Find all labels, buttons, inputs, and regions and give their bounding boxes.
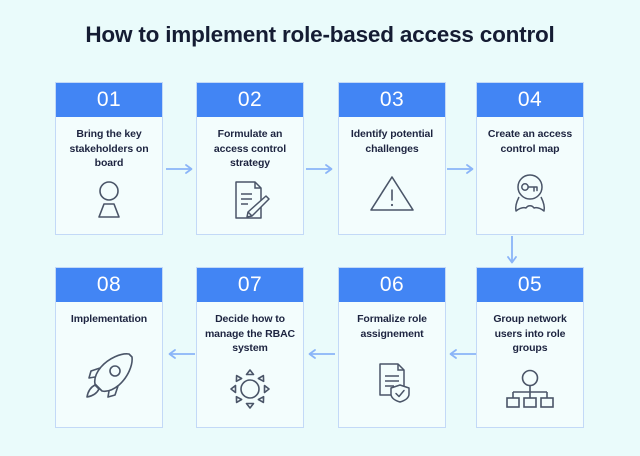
step-card-07[interactable]: 07 Decide how to manage the RBAC system [196,267,304,428]
step-body-07: Decide how to manage the RBAC system [197,302,303,427]
step-number-01: 01 [56,83,162,117]
step-card-06[interactable]: 06 Formalize role assignement [338,267,446,428]
step-number-08: 08 [56,268,162,302]
step-card-03[interactable]: 03 Identify potential challenges [338,82,446,235]
step-label-08: Implementation [70,313,148,325]
document-pencil-icon [204,171,296,227]
arrow-06-to-07 [306,348,335,360]
arrow-02-to-03 [306,163,335,175]
step-number-02: 02 [197,83,303,117]
step-number-03: 03 [339,83,445,117]
arrow-04-to-05 [506,236,518,266]
presenter-podium-icon [63,171,155,227]
step-number-07: 07 [197,268,303,302]
step-number-05: 05 [477,268,583,302]
step-label-02: Formulate an access control strategy [213,128,287,169]
step-body-04: Create an access control map [477,117,583,234]
step-label-06: Formalize role assignement [357,313,427,340]
step-label-05: Group network users into role groups [493,313,567,354]
key-access-icon [484,156,576,226]
step-body-01: Bring the key stakeholders on board [56,117,162,234]
page-title: How to implement role-based access contr… [85,22,555,47]
arrow-03-to-04 [447,163,476,175]
warning-triangle-icon [346,156,438,226]
step-label-04: Create an access control map [487,128,573,155]
step-body-02: Formulate an access control strategy [197,117,303,234]
arrow-01-to-02 [166,163,195,175]
step-label-03: Identify potential challenges [350,128,434,155]
gear-icon [204,356,296,420]
arrow-07-to-08 [166,348,195,360]
step-card-05[interactable]: 05 Group network users into role groups [476,267,584,428]
step-card-02[interactable]: 02 Formulate an access control strategy [196,82,304,235]
step-card-01[interactable]: 01 Bring the key stakeholders on board [55,82,163,235]
step-card-08[interactable]: 08 Implementation [55,267,163,428]
step-label-07: Decide how to manage the RBAC system [204,313,296,354]
step-body-08: Implementation [56,302,162,427]
step-card-04[interactable]: 04 Create an access control map [476,82,584,235]
step-label-01: Bring the key stakeholders on board [69,128,149,169]
org-chart-icon [484,356,576,420]
document-shield-icon [346,341,438,419]
arrow-05-to-06 [447,348,476,360]
step-body-06: Formalize role assignement [339,302,445,427]
rocket-icon [63,327,155,420]
step-body-03: Identify potential challenges [339,117,445,234]
step-number-06: 06 [339,268,445,302]
step-number-04: 04 [477,83,583,117]
step-body-05: Group network users into role groups [477,302,583,427]
